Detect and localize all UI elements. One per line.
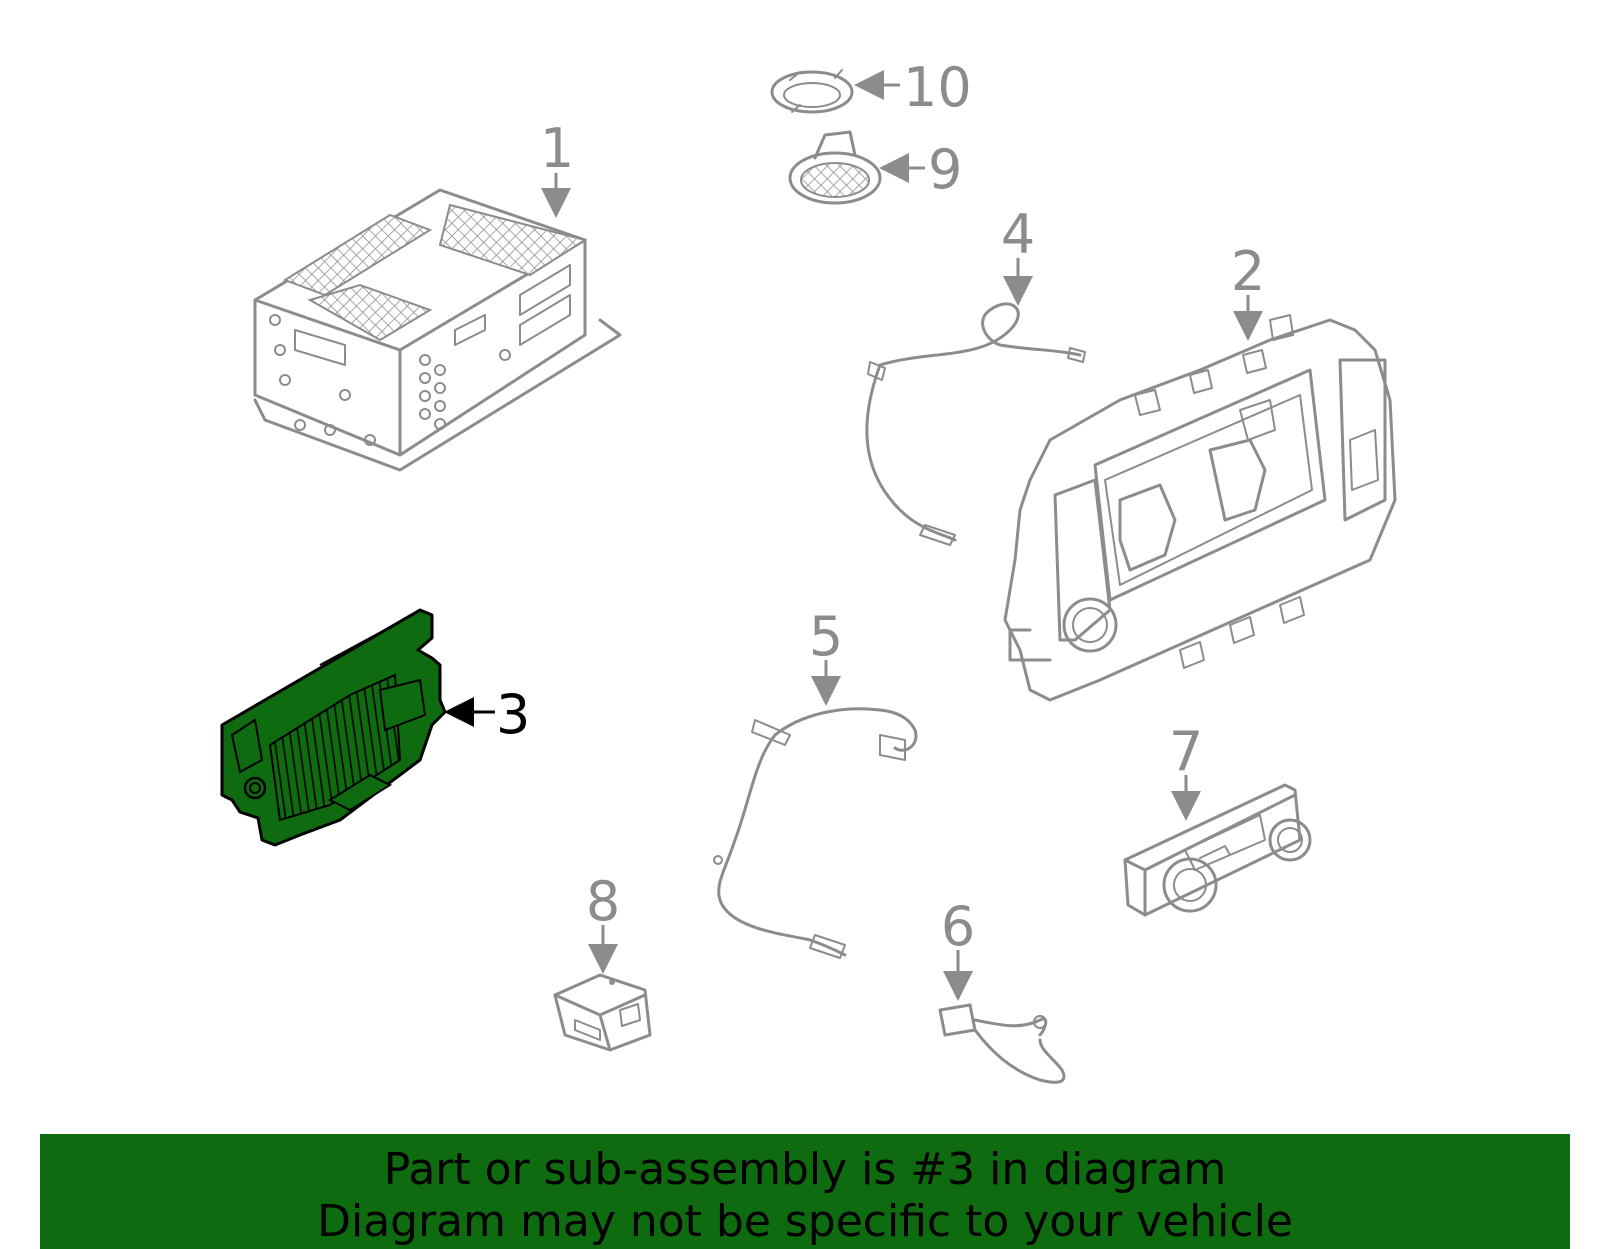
part-6-connector-lead[interactable] <box>938 1003 1066 1084</box>
callout-2[interactable]: 2 <box>1231 240 1265 303</box>
part-9-speaker[interactable] <box>788 130 882 205</box>
part-8-bracket[interactable] <box>553 973 652 1052</box>
part-5-wire-harness[interactable] <box>713 707 918 959</box>
callout-1[interactable]: 1 <box>540 117 574 180</box>
callout-9[interactable]: 9 <box>928 138 962 201</box>
banner-line-part: Part or sub-assembly is #3 in diagram <box>383 1144 1227 1195</box>
part-3-amplifier-module[interactable] <box>220 608 447 847</box>
info-banner: Part or sub-assembly is #3 in diagram Di… <box>40 1134 1570 1249</box>
callout-3[interactable]: 3 <box>496 683 530 746</box>
callout-6[interactable]: 6 <box>941 895 975 958</box>
part-1-radio-chassis[interactable] <box>253 188 622 472</box>
part-7-control-panel[interactable] <box>1123 783 1312 917</box>
callout-8[interactable]: 8 <box>586 870 620 933</box>
part-2-display-frame[interactable] <box>1003 314 1397 702</box>
callout-labels: 1 2 3 4 5 6 7 8 9 10 <box>496 56 1265 958</box>
part-4-cable-harness[interactable] <box>865 302 1086 546</box>
callout-4[interactable]: 4 <box>1001 203 1035 266</box>
banner-line-disclaimer: Diagram may not be specific to your vehi… <box>317 1196 1293 1247</box>
callout-7[interactable]: 7 <box>1169 720 1203 783</box>
leader-arrows <box>444 70 1263 1001</box>
callout-5[interactable]: 5 <box>809 605 843 668</box>
callout-10[interactable]: 10 <box>903 56 972 119</box>
part-10-speaker-ring[interactable] <box>770 69 854 114</box>
